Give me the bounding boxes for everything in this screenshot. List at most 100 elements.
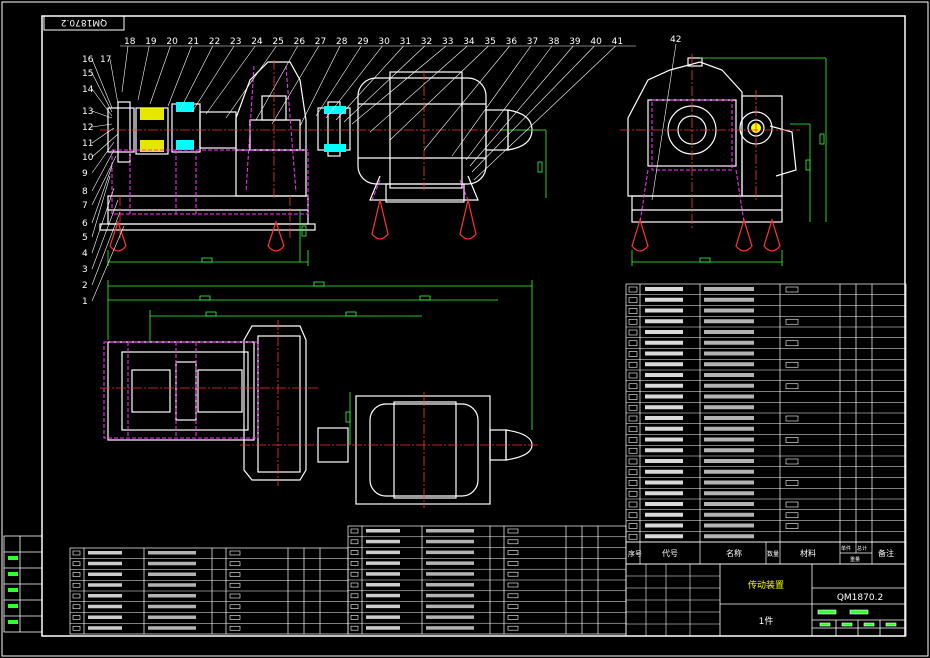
table-cell-text-mark: [88, 626, 122, 630]
table-cell-mark: [72, 572, 81, 577]
table-cell-text-mark: [645, 405, 683, 410]
table-cell-text-mark: [704, 437, 754, 442]
table-cell-text-mark: [366, 615, 400, 619]
callout-leader: [109, 58, 119, 105]
callout-label: 11: [82, 139, 93, 149]
title-grid-mark: [885, 622, 897, 627]
table-cell-mark: [72, 625, 81, 631]
table-cell-mark: [628, 437, 638, 443]
table-cell-text-mark: [704, 287, 754, 291]
table-cell-text-mark: [645, 319, 683, 324]
table-cell-mark: [229, 572, 241, 577]
table-cell-text-mark: [704, 319, 754, 324]
table-cell-mark: [229, 582, 241, 588]
callout-label: 2: [82, 281, 88, 291]
table-cell-mark: [628, 361, 638, 368]
table-cell-text-mark: [704, 373, 754, 377]
table-cell-text-mark: [645, 426, 683, 431]
table-cell-text-mark: [426, 593, 474, 598]
table-cell-text-mark: [366, 604, 400, 609]
table-cell-text-mark: [426, 604, 474, 609]
callout-leader: [149, 45, 171, 105]
table-cell-text-mark: [645, 459, 683, 463]
table-cell-text-mark: [645, 523, 683, 528]
callout-label: 41: [612, 37, 623, 47]
callout-label: 14: [82, 85, 94, 95]
callout-label: 18: [124, 37, 136, 47]
callout-leader: [471, 45, 595, 173]
table-cell-mark: [785, 458, 799, 465]
table-cell-text-mark: [704, 448, 754, 453]
callout-leader: [91, 58, 113, 109]
table-cell-text-mark: [148, 594, 196, 598]
callout-label: 22: [209, 37, 220, 47]
callout-leader: [369, 45, 468, 133]
table-cell-text-mark: [426, 583, 474, 587]
table-cell-text-mark: [645, 437, 683, 442]
callout-label: 6: [82, 219, 88, 229]
table-cell-text-mark: [366, 572, 400, 576]
table-cell-text-mark: [148, 561, 196, 566]
table-cell-text-mark: [366, 626, 400, 630]
table-cell-text-mark: [645, 351, 683, 356]
table-cell-text-mark: [704, 351, 754, 356]
callout-leader: [91, 149, 115, 192]
callout-leader: [91, 165, 113, 224]
table-cell-mark: [229, 593, 241, 599]
callout-leader: [205, 45, 256, 115]
callout-label: 10: [82, 153, 94, 163]
callout-leader: [465, 45, 553, 161]
callout-leader: [91, 225, 125, 302]
table-cell-mark: [350, 528, 359, 534]
callout-label: 37: [527, 37, 538, 47]
table-cell-mark: [628, 533, 638, 540]
callout-label: 24: [251, 37, 263, 47]
table-cell-mark: [628, 415, 638, 422]
callout-label: 12: [82, 123, 93, 133]
callout-label: 23: [230, 37, 241, 47]
callout-label: 1: [82, 297, 88, 307]
table-cell-mark: [229, 561, 241, 567]
table-cell-text-mark: [426, 550, 474, 555]
table-cell-mark: [628, 512, 638, 519]
table-cell-text-mark: [645, 491, 683, 496]
table-cell-text-mark: [704, 502, 754, 506]
table-cell-mark: [628, 426, 638, 433]
table-cell-mark: [628, 394, 638, 400]
svg-text:材料: 材料: [800, 548, 816, 558]
inner-frame: [41, 15, 906, 637]
callout-leader: [225, 45, 277, 119]
title-grid-mark: [841, 622, 853, 627]
callout-leader: [451, 45, 532, 157]
svg-text:总计: 总计: [857, 545, 867, 552]
table-cell-mark: [507, 625, 519, 631]
table-cell-mark: [628, 447, 638, 454]
table-cell-text-mark: [148, 551, 196, 555]
table-cell-text-mark: [704, 383, 754, 388]
table-cell-mark: [628, 308, 638, 314]
callout-leader: [325, 45, 383, 119]
table-cell-mark: [628, 490, 638, 497]
table-cell-mark: [628, 480, 638, 486]
table-cell-mark: [628, 501, 638, 508]
table-cell-mark: [72, 615, 81, 620]
callout-label: 15: [82, 69, 93, 79]
callout-label: 25: [272, 37, 283, 47]
plan-view: [100, 280, 540, 508]
table-cell-mark: [785, 480, 799, 486]
table-cell-mark: [628, 523, 638, 529]
table-cell-mark: [350, 615, 359, 620]
title-grid-mark: [817, 609, 837, 615]
callout-label: 36: [506, 37, 518, 47]
callout-leader: [91, 141, 115, 174]
table-cell-text-mark: [88, 604, 122, 609]
callout-leader: [423, 45, 510, 151]
callout-label: 5: [82, 233, 88, 243]
table-cell-text-mark: [704, 512, 754, 517]
table-cell-text-mark: [88, 572, 122, 576]
table-cell-mark: [785, 523, 799, 529]
callout-leader: [255, 45, 298, 121]
table-cell-mark: [628, 329, 638, 336]
